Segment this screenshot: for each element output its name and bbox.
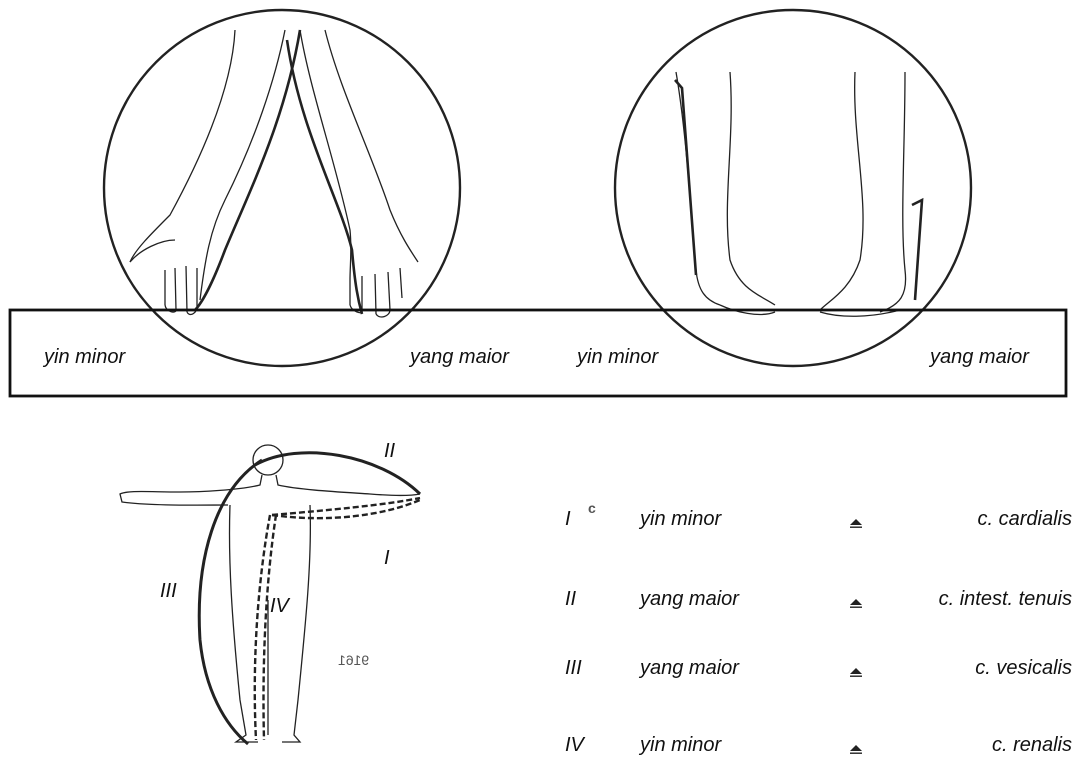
triangle-equals-icon [849, 598, 863, 608]
triangle-equals-icon [849, 667, 863, 677]
band-label-right-yang: yang maior [930, 346, 1029, 369]
row-phase: yang maior [640, 657, 739, 680]
triangle-equals-icon [849, 744, 863, 754]
row-phase: yang maior [640, 588, 739, 611]
row-organ: c. cardialis [978, 508, 1072, 531]
right-circle [615, 10, 971, 366]
hands-figure [104, 10, 460, 366]
row-numeral: II [565, 588, 576, 611]
row-numeral: I [565, 508, 571, 531]
row-organ: c. renalis [992, 734, 1072, 757]
left-circle [104, 10, 460, 366]
triangle-equals-icon [849, 518, 863, 528]
row-organ: c. intest. tenuis [939, 588, 1072, 611]
meridian-numeral-ii: II [384, 440, 395, 463]
meridian-numeral-i: I [384, 547, 390, 570]
band-label-left-yin: yin minor [44, 346, 125, 369]
band-label-right-yin: yin minor [577, 346, 658, 369]
row-phase: yin minor [640, 734, 721, 757]
table-row: IV yin minor c. renalis [0, 734, 1076, 764]
feet-figure [615, 10, 971, 366]
table-row: I yin minor c. cardialis [0, 508, 1076, 538]
row-numeral: III [565, 657, 582, 680]
band-label-left-yang: yang maior [410, 346, 509, 369]
row-organ: c. vesicalis [975, 657, 1072, 680]
row-phase: yin minor [640, 508, 721, 531]
table-row: II yang maior c. intest. tenuis [0, 588, 1076, 618]
table-row: III yang maior c. vesicalis [0, 657, 1076, 687]
row-numeral: IV [565, 734, 584, 757]
